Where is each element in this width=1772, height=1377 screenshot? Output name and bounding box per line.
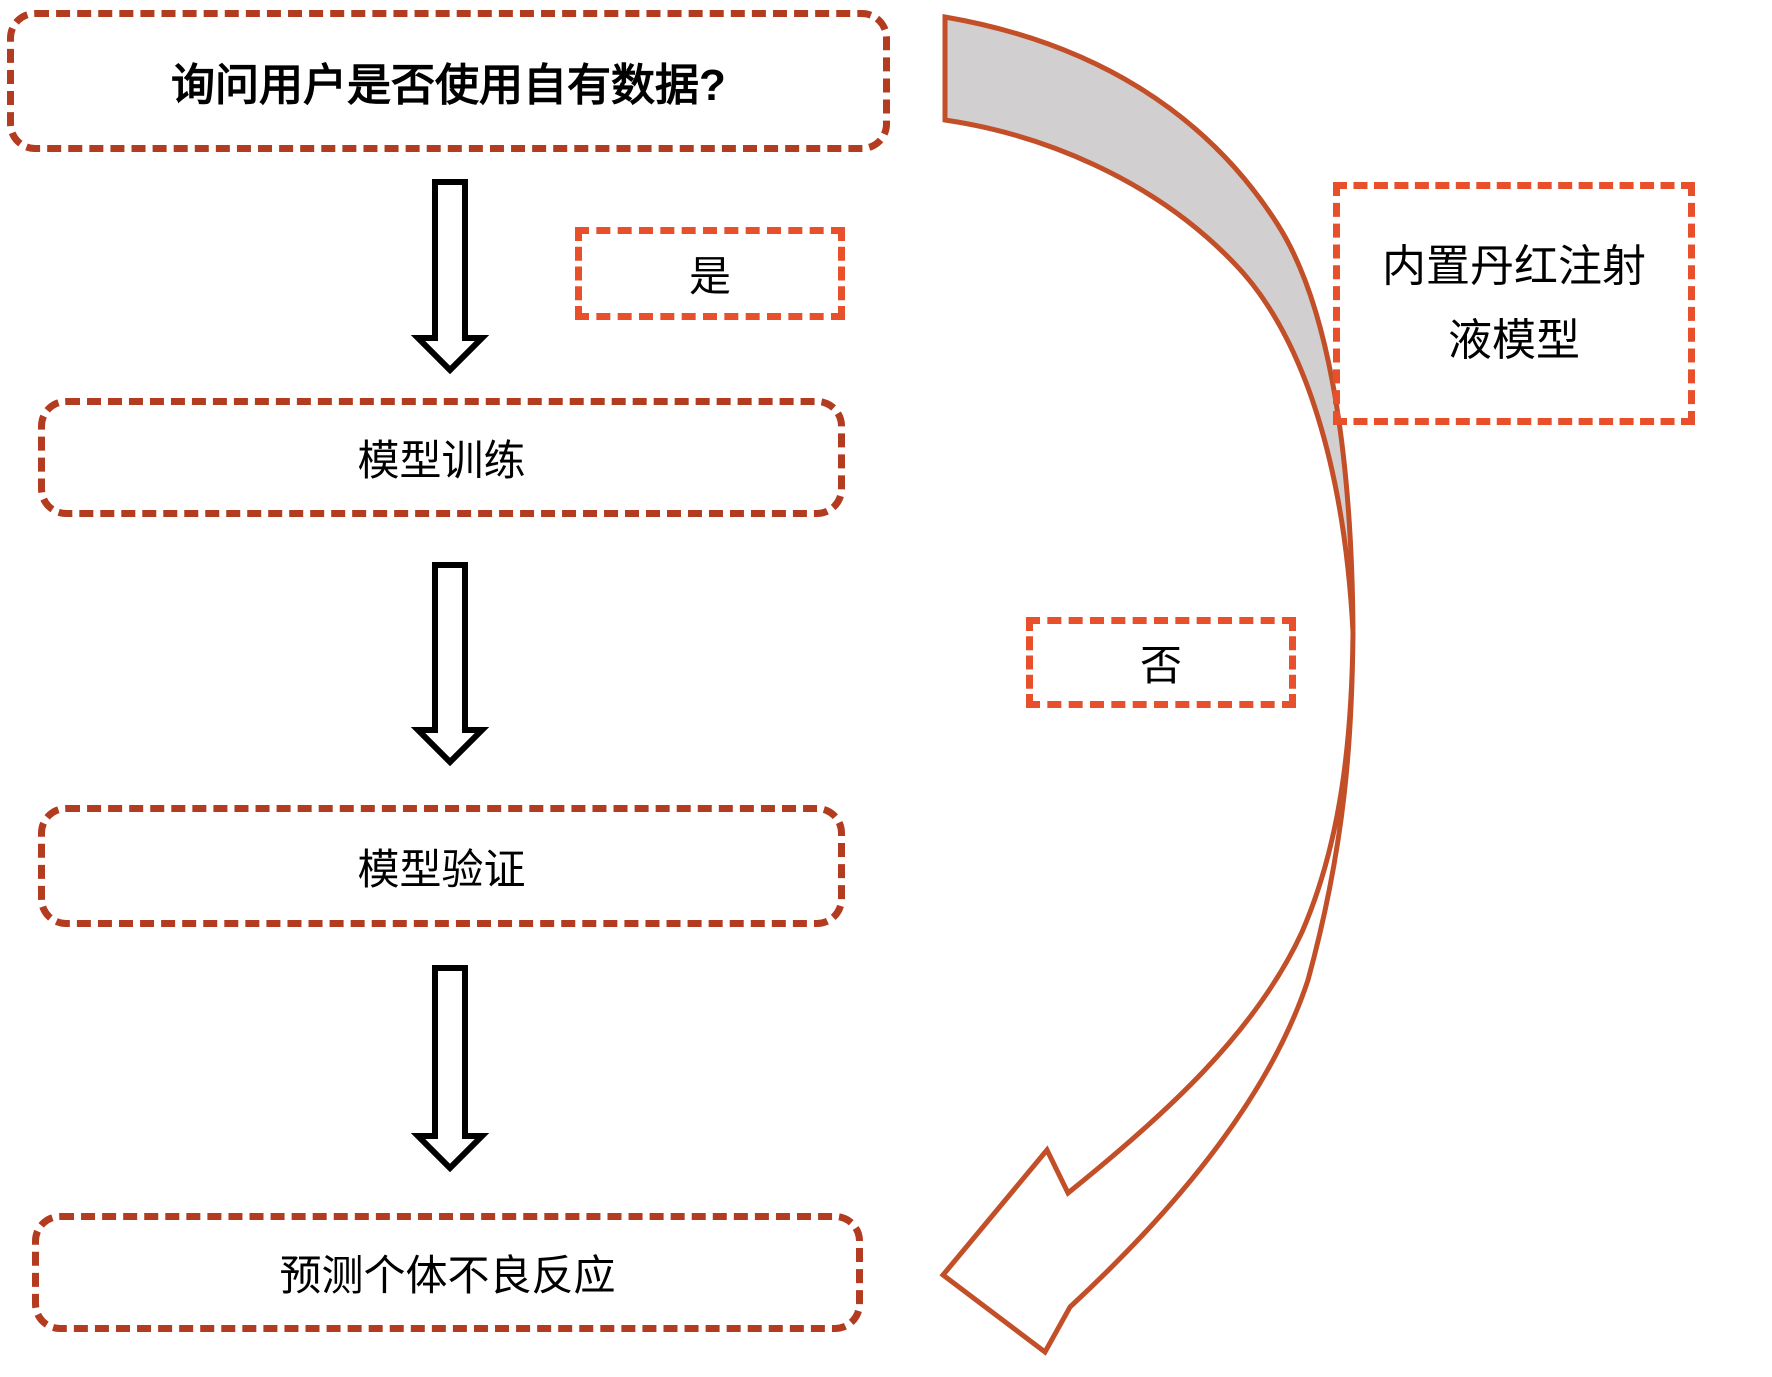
curved-arrow-tail bbox=[942, 14, 1356, 633]
curved-arrow-head bbox=[939, 631, 1356, 1356]
flow-step-model-validation: 模型验证 bbox=[38, 805, 845, 927]
flow-step-ask-user: 询问用户是否使用自有数据? bbox=[7, 10, 890, 152]
down-arrow-1-icon bbox=[410, 179, 490, 375]
builtin-model-label: 内置丹红注射液模型 bbox=[1382, 241, 1646, 365]
builtin-model-box: 内置丹红注射液模型 bbox=[1333, 182, 1695, 425]
down-arrow-2-icon bbox=[410, 562, 490, 767]
down-arrow-3-icon bbox=[410, 965, 490, 1173]
flow-step-predict-adr: 预测个体不良反应 bbox=[32, 1213, 863, 1332]
flow-step-ask-user-label: 询问用户是否使用自有数据? bbox=[171, 61, 726, 110]
branch-label-no-text: 否 bbox=[1139, 642, 1182, 689]
flow-step-predict-adr-label: 预测个体不良反应 bbox=[279, 1252, 616, 1299]
branch-label-yes-text: 是 bbox=[688, 253, 731, 300]
flow-step-model-training: 模型训练 bbox=[38, 398, 845, 517]
branch-label-yes: 是 bbox=[575, 227, 845, 320]
flow-step-model-training-label: 模型训练 bbox=[357, 437, 526, 484]
branch-label-no: 否 bbox=[1026, 617, 1296, 708]
flow-step-model-validation-label: 模型验证 bbox=[357, 845, 526, 893]
